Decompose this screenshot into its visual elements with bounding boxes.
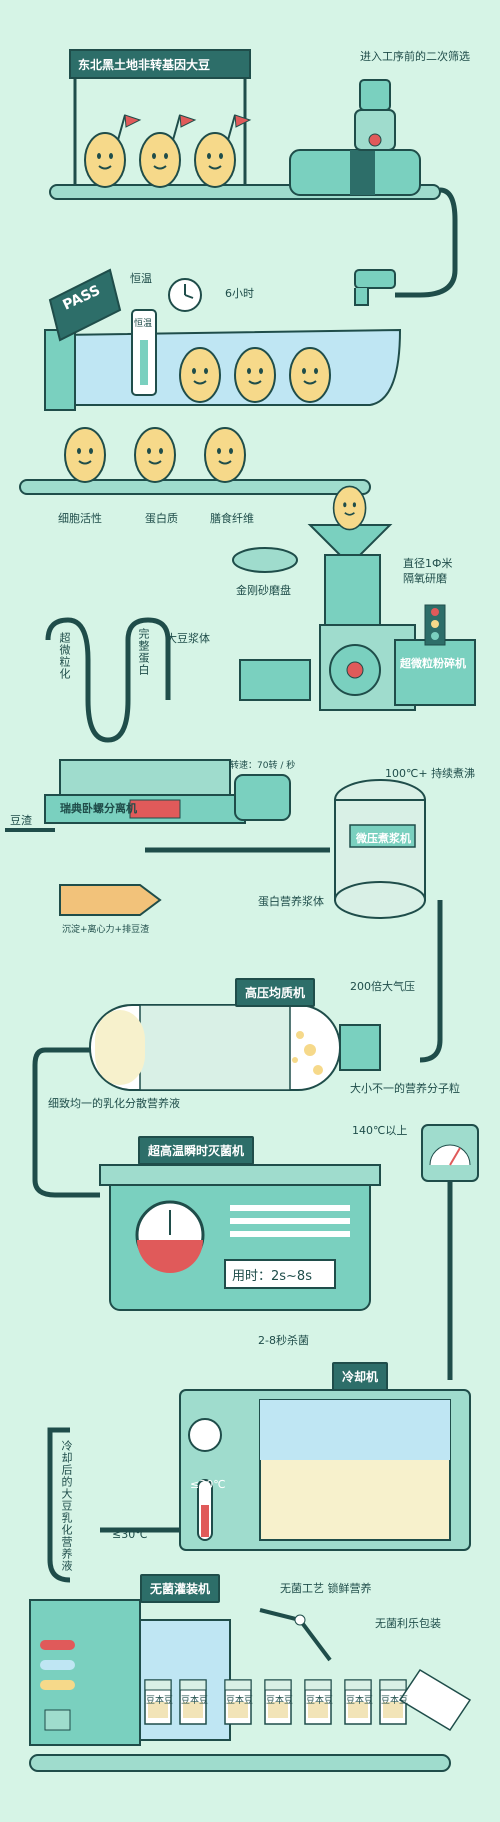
- soy-slurry-label: 大豆浆体: [166, 632, 210, 645]
- temp-30-pipe: ≤30℃: [112, 1528, 148, 1541]
- temp-30-cooler: ≤30℃: [190, 1478, 226, 1491]
- six-hours-label: 6小时: [225, 287, 254, 300]
- carton-case: [398, 1668, 472, 1732]
- carton-brand-5: 豆本豆: [306, 1696, 334, 1706]
- molecules-label: 大小不一的营养分子粒: [350, 1082, 460, 1095]
- continuous-boil-label: 100℃+ 持续煮沸: [385, 767, 476, 780]
- aseptic-process-label: 无菌工艺 锁鲜营养: [280, 1582, 372, 1595]
- ultrafine-grinder-label: 超微粒粉碎机: [400, 657, 466, 670]
- carton-brand-3: 豆本豆: [226, 1696, 254, 1706]
- second-screening-label: 进入工序前的二次筛选: [360, 50, 470, 63]
- speed-label: 转速：70转 / 秒: [230, 761, 296, 771]
- nutrient-fiber: 膳食纤维: [210, 512, 254, 525]
- cooler-title: 冷却机: [332, 1362, 389, 1391]
- diamond-disc: [232, 547, 298, 573]
- constant-temp-label: 恒温: [130, 272, 152, 285]
- nutrient-cell-activity: 细胞活性: [58, 512, 102, 525]
- separator-caption: 沉淀+离心力+排豆渣: [62, 925, 150, 935]
- thermometer-label: 恒温: [134, 319, 153, 329]
- time-display: [224, 1259, 336, 1289]
- nutrient-protein: 蛋白质: [145, 512, 178, 525]
- carton-brand-1: 豆本豆: [146, 1696, 174, 1706]
- separator-label: 瑞典卧螺分离机: [60, 802, 137, 815]
- grind-note-2: 隔氧研磨: [403, 572, 447, 585]
- okara-label: 豆渣: [10, 814, 32, 827]
- homogenizer-title: 高压均质机: [235, 978, 316, 1007]
- soybean-banner-board: [69, 49, 251, 79]
- grind-note-1: 直径1Ф米: [403, 557, 453, 570]
- slurry-bucket: [239, 659, 311, 701]
- cooled-liquid-label: 冷却后的大豆乳化营养液: [60, 1440, 73, 1572]
- emulsion-label: 细致均一的乳化分散营养液: [48, 1097, 180, 1110]
- kill-note-label: 2-8秒杀菌: [258, 1334, 309, 1347]
- atmosphere-label: 200倍大气压: [350, 980, 415, 993]
- soaking-tank: [59, 328, 402, 406]
- temp-140-label: 140℃以上: [352, 1124, 408, 1137]
- aseptic-pack-label: 无菌利乐包装: [375, 1617, 441, 1630]
- pass-gate: [48, 268, 122, 342]
- pressure-boiler-label: 微压煮浆机: [356, 832, 411, 845]
- complete-protein-label: 完整蛋白: [137, 628, 150, 676]
- carton-brand-2: 豆本豆: [181, 1696, 209, 1706]
- carton-brand-4: 豆本豆: [266, 1696, 294, 1706]
- carton-brand-7: 豆本豆: [381, 1696, 409, 1706]
- diamond-disc-label: 金刚砂磨盘: [236, 584, 291, 597]
- protein-slurry-label: 蛋白营养浆体: [258, 895, 324, 908]
- bean-conveyor: [19, 479, 371, 495]
- robot-arm: [259, 1608, 332, 1662]
- super-refine-label: 超微粒化: [58, 632, 71, 680]
- uht-title: 超高温瞬时灭菌机: [138, 1136, 255, 1165]
- faucet: [354, 269, 396, 289]
- soybean-banner: 东北黑土地非转基因大豆: [78, 58, 211, 72]
- carton-brand-6: 豆本豆: [346, 1696, 374, 1706]
- packaging-conveyor: [29, 1754, 451, 1772]
- aseptic-filler-title: 无菌灌装机: [140, 1574, 221, 1603]
- time-used-label: 用时：2s~8s: [232, 1269, 312, 1284]
